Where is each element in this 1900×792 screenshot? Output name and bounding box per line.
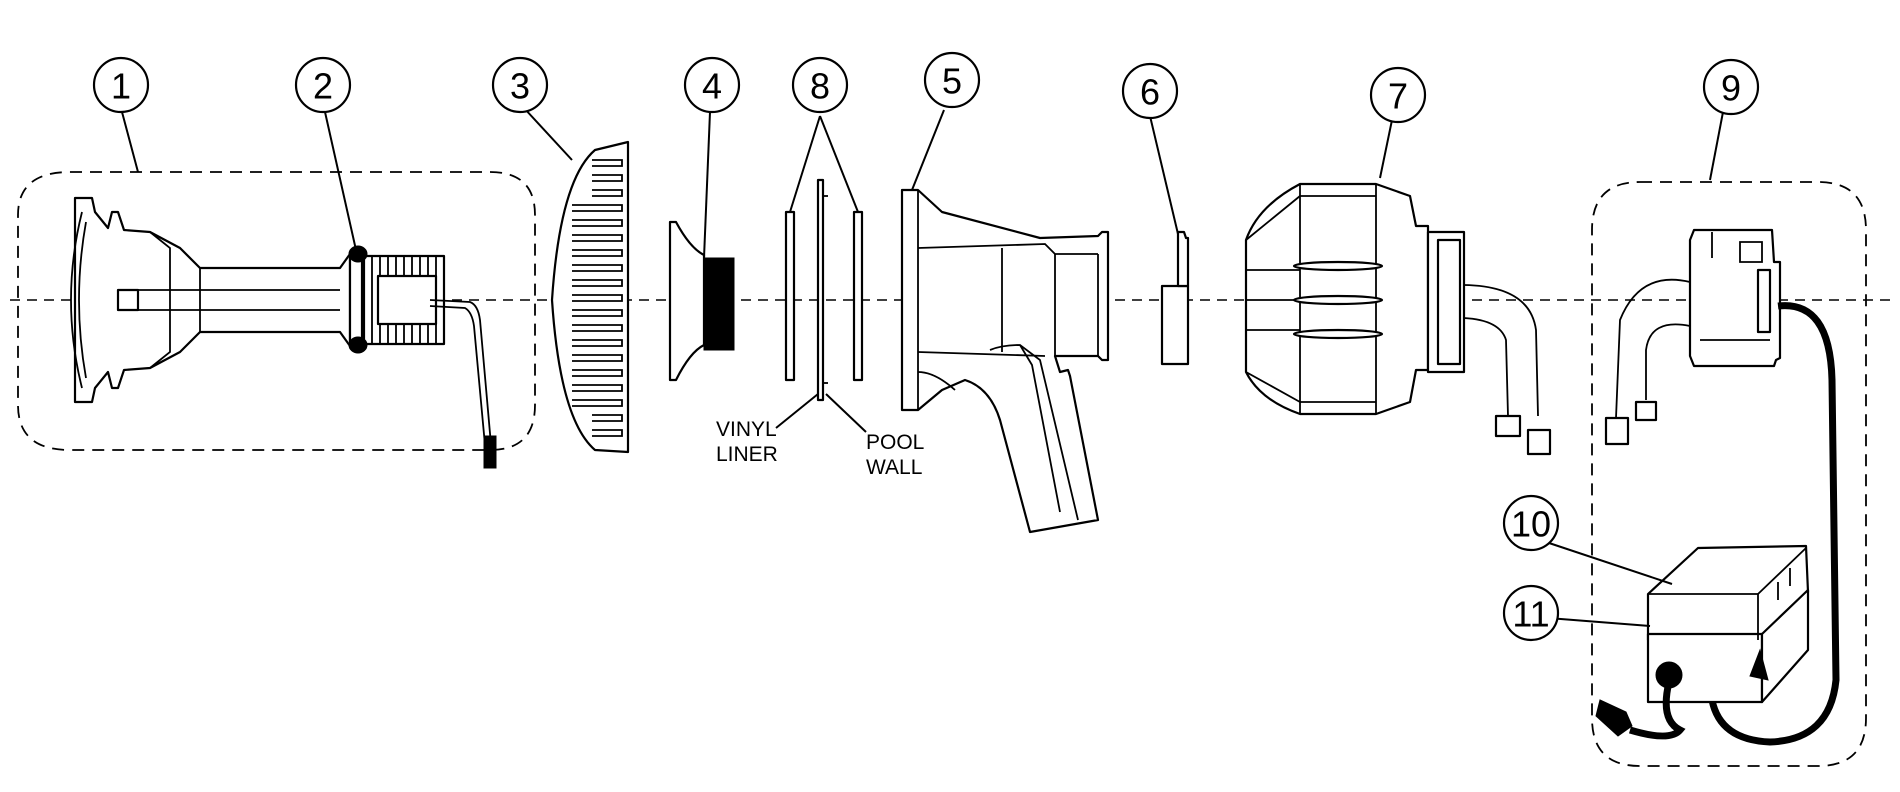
rim-slot [572, 234, 623, 242]
part-8-gaskets [784, 178, 864, 402]
callout-circle-11 [1502, 584, 1560, 642]
callout-number-1: 1 [111, 66, 131, 107]
callout-number-10: 10 [1511, 504, 1551, 545]
callout-circle-9 [1702, 58, 1760, 116]
part-4-gasket [668, 220, 735, 382]
part-7-lamp [1244, 182, 1552, 456]
rim-slot [572, 339, 623, 347]
part-2-o-ring [348, 245, 368, 354]
part-6-clip [1160, 230, 1190, 366]
callout-number-11: 11 [1512, 594, 1549, 635]
part-5-niche-housing [900, 188, 1110, 534]
part-1-light-fixture [70, 196, 497, 469]
callout-number-2: 2 [313, 66, 333, 107]
pool-label: POOL [866, 431, 924, 454]
callout-number-7: 7 [1388, 76, 1408, 117]
callout-number-9: 9 [1721, 68, 1741, 109]
rim-slot [592, 159, 623, 167]
rim-slot [572, 309, 623, 317]
callout-circle-2 [294, 56, 352, 114]
rim-slot [572, 204, 623, 212]
rim-slot [572, 354, 623, 362]
rim-slot [572, 279, 623, 287]
callout-number-6: 6 [1140, 72, 1160, 113]
rim-slot [572, 399, 623, 407]
rim-slot [592, 189, 623, 197]
part-3-face-rim [550, 140, 630, 454]
rim-slot [592, 174, 623, 182]
part-9-connector [1604, 228, 1840, 746]
rim-slot [572, 219, 623, 227]
rim-slot [572, 249, 623, 257]
callout-circle-1 [92, 56, 150, 114]
callout-number-5: 5 [942, 61, 962, 102]
rim-slot [572, 294, 623, 302]
rim-slot [592, 414, 623, 422]
callout-number-3: 3 [510, 66, 530, 107]
callout-circle-4 [683, 56, 741, 114]
callout-circle-3 [491, 56, 549, 114]
rim-slot [572, 264, 623, 272]
callout-circle-8 [791, 56, 849, 114]
callout-circle-5 [923, 51, 981, 109]
assembly-9-boundary [1591, 181, 1867, 767]
assembly-1-boundary [17, 171, 536, 451]
liner-label: LINER [716, 443, 778, 466]
callout-number-4: 4 [702, 66, 722, 107]
callout-circle-10 [1502, 494, 1560, 552]
part-10-11-transformer-box [1595, 544, 1810, 740]
vinyl-label: VINYL [716, 418, 777, 441]
wall-label: WALL [866, 456, 922, 479]
rim-slot [572, 369, 623, 377]
rim-slot [592, 429, 623, 437]
callout-circle-7 [1369, 66, 1427, 124]
callout-number-8: 8 [810, 66, 830, 107]
rim-slot [572, 324, 623, 332]
callout-circle-6 [1121, 62, 1179, 120]
rim-slot [572, 384, 623, 392]
